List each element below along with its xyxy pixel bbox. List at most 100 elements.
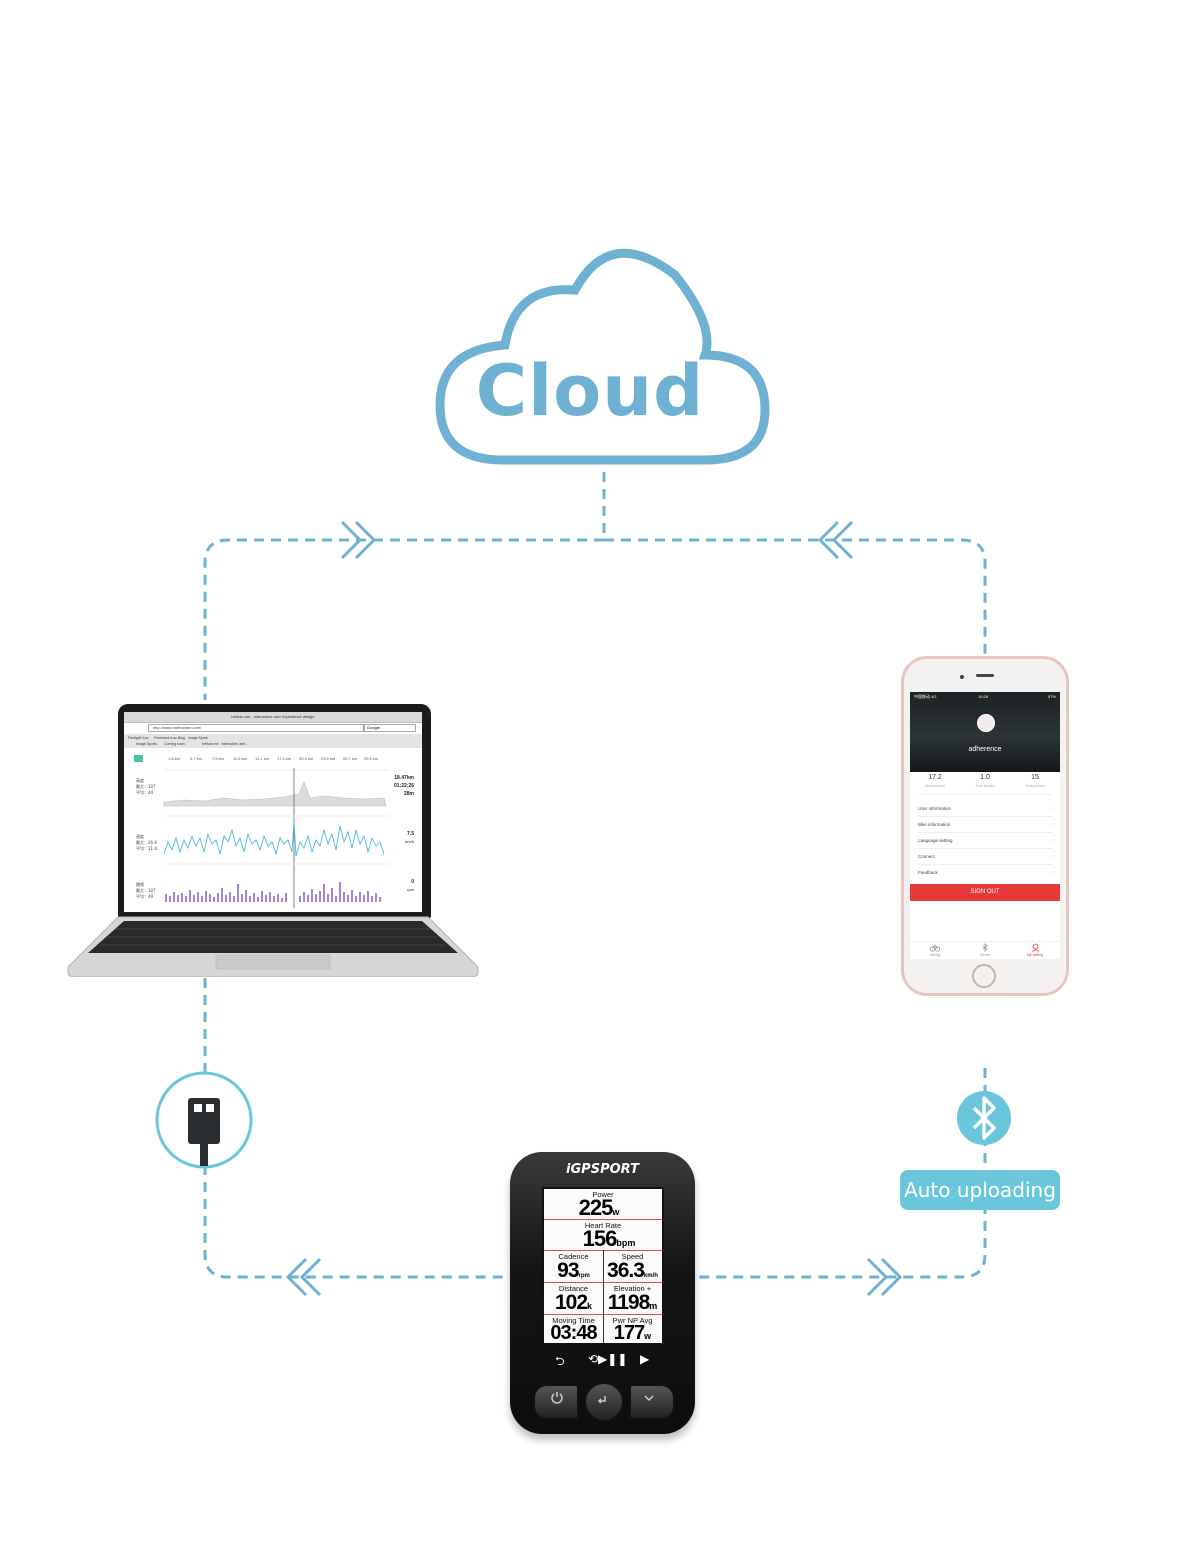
value-text: 102 [554, 1291, 588, 1314]
km-mark: 26.7 km [343, 756, 358, 761]
pwr-np-value: 177w [603, 1323, 662, 1343]
menu-bike-information[interactable]: Bike information› [918, 822, 1054, 828]
bookmark-item[interactable]: Freehand+Lao Blog [154, 736, 185, 740]
divider [918, 864, 1052, 865]
moving-time-value: 03:48 [544, 1323, 603, 1343]
stat-label: Distance(km) [924, 784, 946, 788]
row-name: 速度 [136, 834, 144, 839]
unit-text: m [649, 1301, 658, 1311]
username: adherence [968, 746, 1002, 753]
power-icon [551, 1392, 563, 1404]
bike-icon [930, 944, 940, 952]
browser-tab[interactable]: bethan.me - interactive user... [202, 742, 249, 746]
bus-to-phone-line [604, 538, 987, 656]
enter-button[interactable] [584, 1382, 624, 1422]
field-label: Heart Rate [584, 1221, 622, 1230]
forward-icon[interactable]: ▶ [640, 1352, 650, 1366]
km-mark: 23.5 km [321, 756, 336, 761]
browser-search-field[interactable]: Google [364, 724, 416, 732]
row-name: 踏频 [136, 882, 144, 887]
chevron-arrow-icon [866, 1257, 903, 1297]
menu-label: Feedback [918, 870, 938, 875]
stat-label: Riding times [1025, 784, 1045, 788]
value-text: 156 [582, 1226, 618, 1251]
power-value: 225w [564, 1197, 634, 1223]
menu-user-information[interactable]: User information› [918, 806, 1054, 812]
speed-label: 速度 最大：26.6 平均：11.4 [136, 834, 157, 852]
field-label: Pwr NP Avg [612, 1316, 653, 1325]
browser-tab[interactable]: Coming soon [164, 742, 185, 746]
enter-icon [597, 1396, 606, 1404]
divider [918, 794, 1052, 795]
laptop-keyboard-base [67, 916, 479, 977]
row-max: 最大：107 [136, 784, 156, 789]
chevron-right-icon: › [1052, 822, 1054, 828]
phone-to-device-line [695, 1068, 987, 1279]
field-label: Cadence [558, 1252, 589, 1261]
value-text: 225 [578, 1195, 614, 1220]
back-icon[interactable]: ⮌ [555, 1354, 565, 1368]
cadence-value: 93rpm [544, 1260, 603, 1287]
battery-label: 57% [1047, 694, 1056, 699]
clock-label: 10:28 [978, 694, 989, 699]
field-label: Distance [558, 1284, 589, 1293]
unit-text: w [644, 1331, 652, 1341]
tab-activity[interactable]: Activity [929, 953, 941, 957]
km-mark: 20.4 km [299, 756, 314, 761]
view-toggle-active[interactable] [134, 755, 143, 762]
bluetooth-icon [972, 1096, 996, 1140]
loop-play-pause-icon[interactable]: ⟲▶❚❚ [588, 1352, 628, 1366]
power-button[interactable] [533, 1384, 579, 1420]
divider-line [544, 1219, 662, 1220]
stat-value: 1.0 [980, 774, 990, 781]
row-avg: 平均：44 [136, 790, 154, 795]
bluetooth-tab-icon [982, 943, 988, 952]
browser-tab[interactable]: Image Sports [136, 742, 157, 746]
cadence-label: 踏频 最大：107 平均：49 [136, 882, 156, 900]
sign-out-button[interactable]: SIGN OUT [910, 884, 1060, 901]
carrier-label: 中国移动 4G [914, 694, 937, 699]
stat-value: 15 [1031, 774, 1039, 781]
stat-label: Total time(h) [975, 784, 995, 788]
menu-connect[interactable]: Connect› [918, 854, 1054, 860]
row-name: 高度 [136, 778, 144, 783]
down-button[interactable] [629, 1384, 675, 1420]
row-avg: 平均：49 [136, 894, 154, 899]
km-mark: 1.6 km [168, 756, 181, 761]
ride-graphs [163, 768, 389, 908]
phone-camera [960, 675, 964, 679]
altitude-values: 18.47km 01:22:26 28m [394, 774, 414, 798]
cadence-values: 0 rpm [407, 878, 414, 894]
divider [918, 832, 1052, 833]
tab-my-setting[interactable]: My setting [1027, 953, 1043, 957]
laptop-to-device-line [203, 978, 510, 1279]
field-label: Speed [621, 1252, 644, 1261]
home-button[interactable] [972, 964, 996, 988]
chevron-right-icon: › [1052, 870, 1054, 876]
menu-feedback[interactable]: Feedback › [918, 870, 1054, 876]
menu-language-setting[interactable]: Language setting › [918, 838, 1054, 844]
auto-uploading-badge: Auto uploading [900, 1170, 1060, 1210]
row-value: 01:22:26 [393, 783, 414, 789]
divider [918, 816, 1052, 817]
speed-value: 36.3km/h [603, 1260, 662, 1287]
menu-label: Language setting [918, 838, 953, 843]
value-text: 36.3 [607, 1259, 645, 1282]
field-label: Elevation + [613, 1284, 652, 1293]
bookmark-item[interactable]: Fanfight+Lao [128, 736, 149, 740]
cloud-icon [435, 248, 770, 465]
km-mark: 4.7 km [190, 756, 203, 761]
bookmark-item[interactable]: image Spark [188, 736, 208, 740]
browser-url-field[interactable]: http://www.methanme.com/ [148, 724, 364, 732]
km-mark: 29.6 km [364, 756, 379, 761]
km-mark: 7.6 km [212, 756, 225, 761]
unit-text: w [612, 1207, 620, 1217]
km-mark: 17.5 km [277, 756, 292, 761]
chevron-arrow-icon [340, 520, 377, 560]
chevron-right-icon: › [1052, 838, 1054, 844]
tab-device[interactable]: Device [979, 953, 991, 957]
browser-title: bethan.me - interactive user experience … [124, 712, 422, 723]
row-avg: 平均：11.4 [136, 846, 157, 851]
avatar[interactable] [977, 714, 995, 732]
